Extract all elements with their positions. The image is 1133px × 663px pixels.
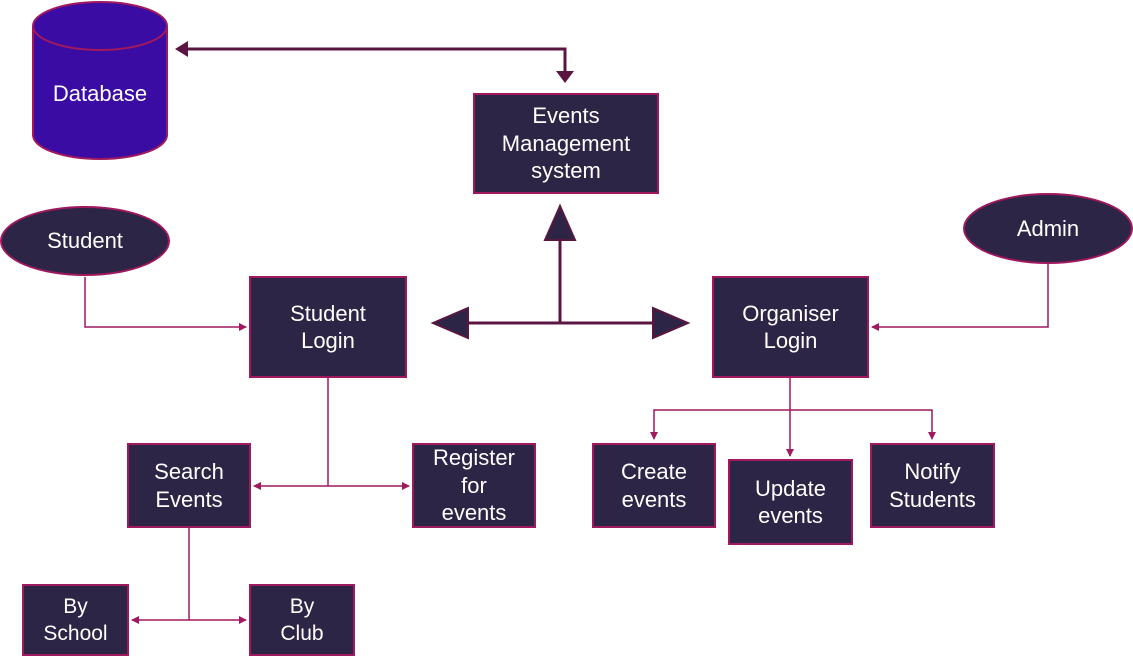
student-login-node: Student Login	[249, 276, 407, 378]
database-cylinder	[32, 1, 168, 160]
edge-logins-ems	[430, 203, 691, 340]
create-events-node: Create events	[592, 443, 716, 528]
edge-database-ems	[175, 41, 574, 83]
student-actor-node: Student	[0, 206, 170, 276]
edge-student-to-login	[84, 277, 247, 331]
edge-admin-to-organiser	[871, 264, 1049, 331]
organiser-login-node: Organiser Login	[712, 276, 869, 378]
admin-actor-node: Admin	[963, 193, 1133, 264]
register-for-events-node: Register for events	[412, 443, 536, 528]
search-events-node: Search Events	[127, 443, 251, 528]
by-club-node: By Club	[249, 584, 355, 656]
update-events-node: Update events	[728, 459, 853, 545]
by-school-node: By School	[22, 584, 129, 656]
events-management-system-node: Events Management system	[473, 93, 659, 194]
edge-to-create-events	[650, 409, 790, 440]
notify-students-node: Notify Students	[870, 443, 995, 528]
database-label: Database	[52, 81, 148, 106]
edge-to-notify-students	[790, 409, 936, 440]
